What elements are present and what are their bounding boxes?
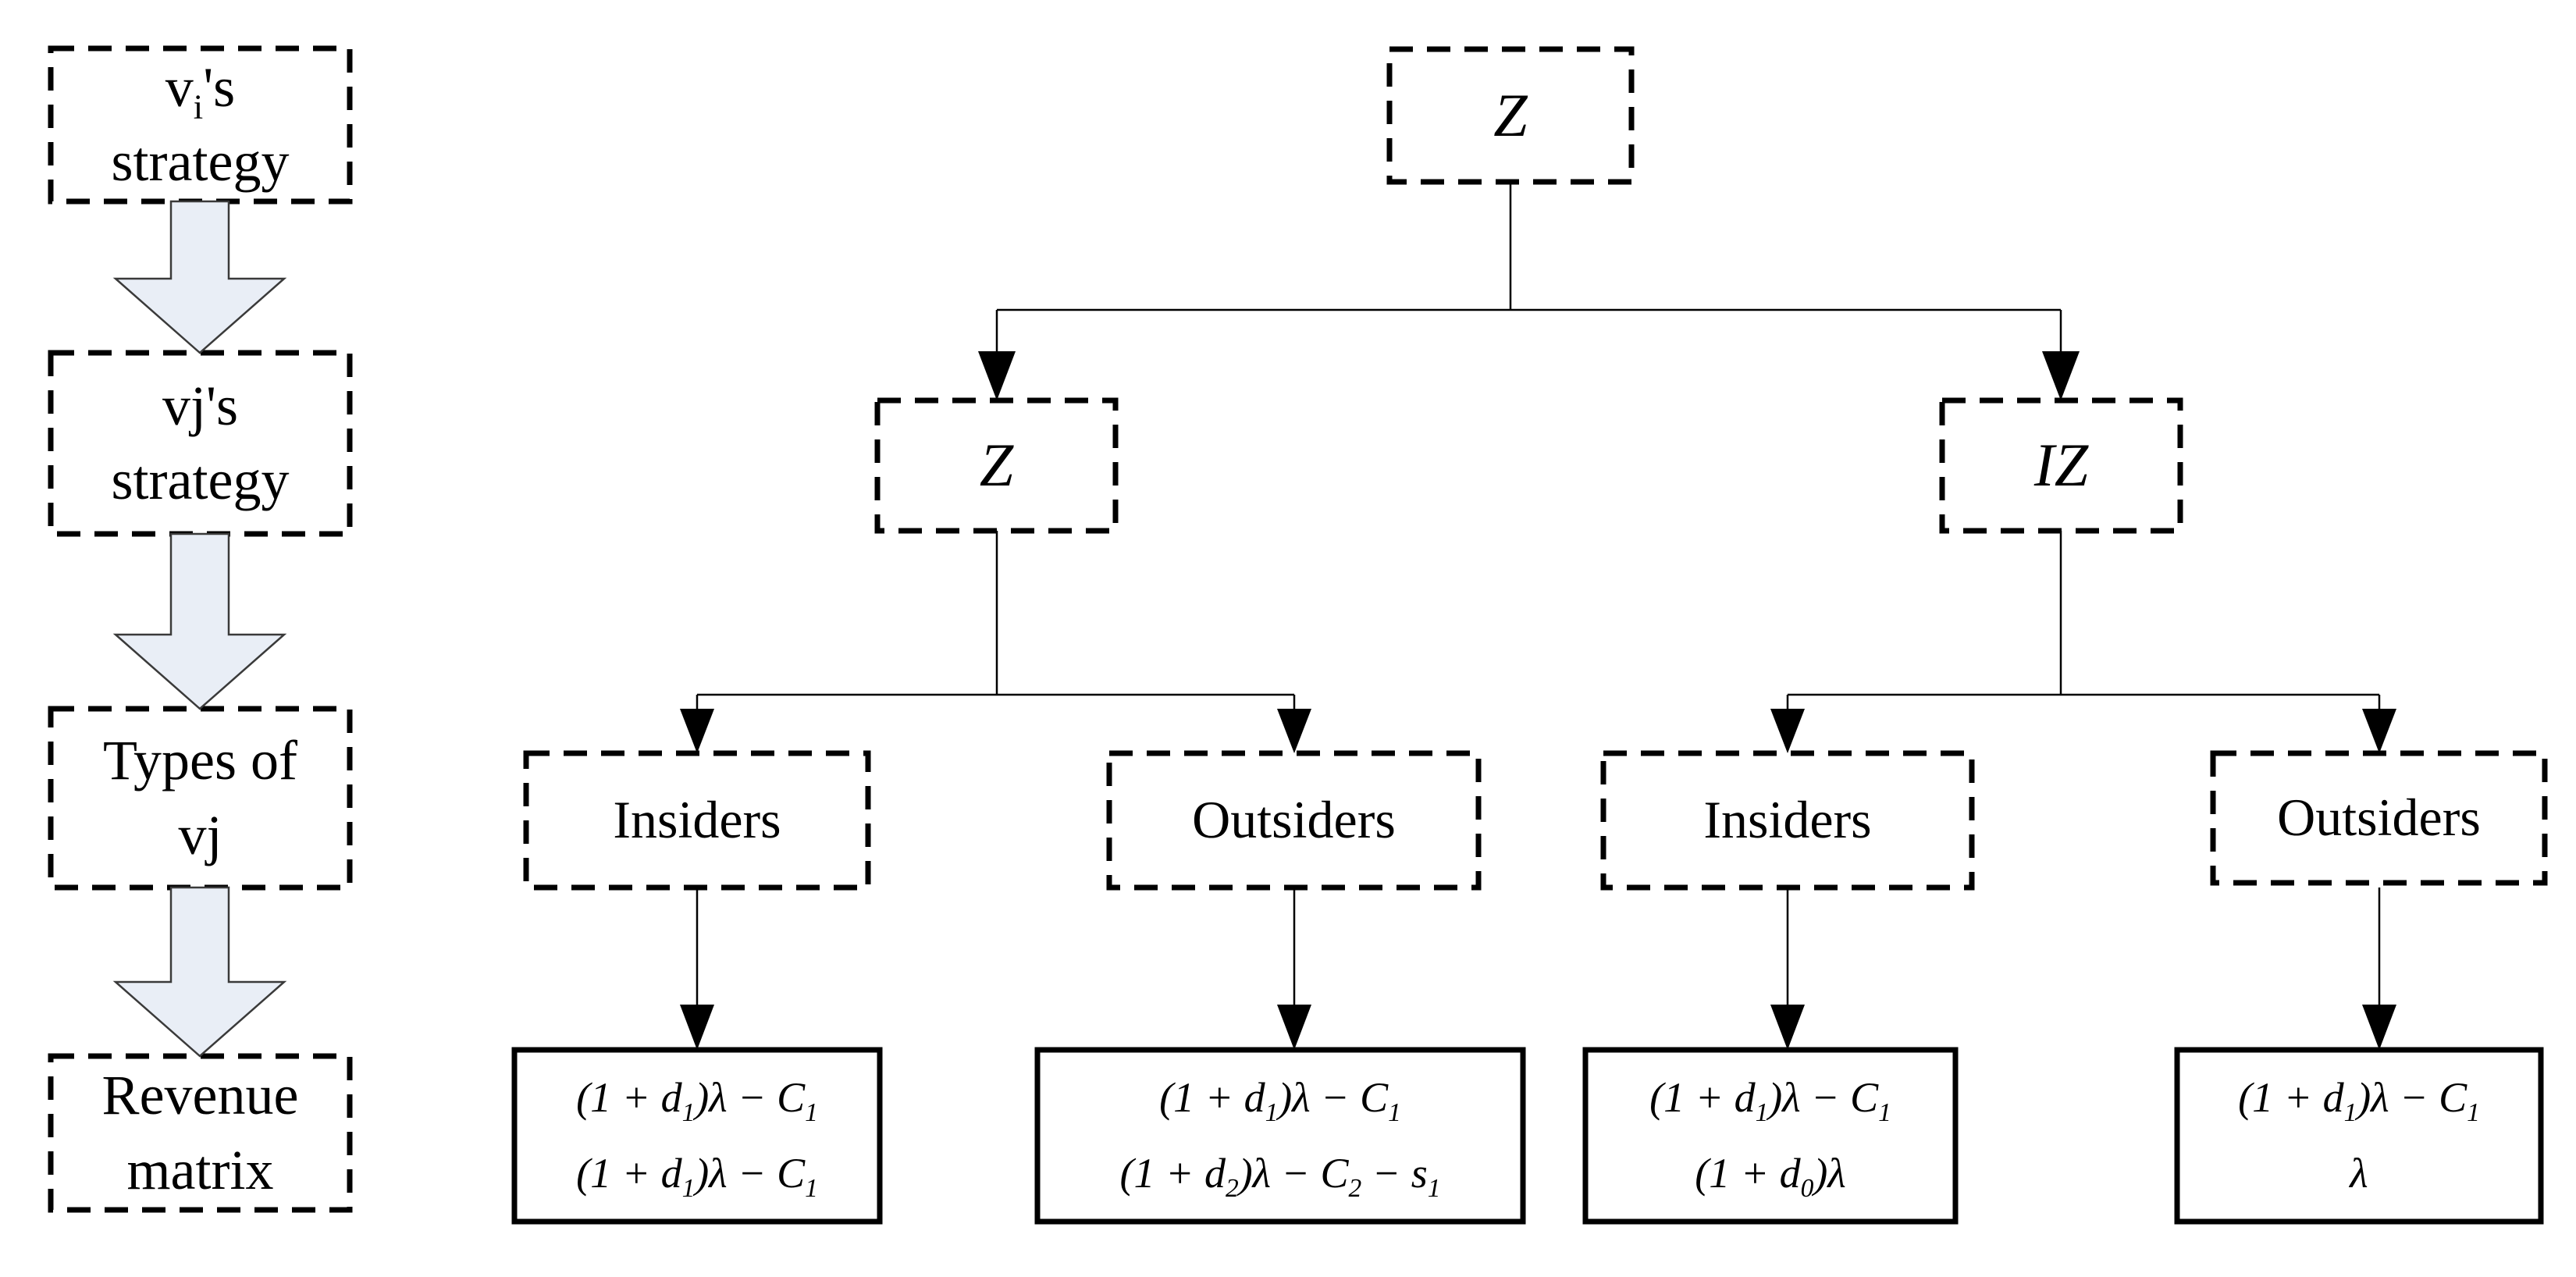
node-label: Outsiders xyxy=(2277,788,2481,848)
arrowhead-icon xyxy=(1770,709,1805,753)
node-border-outsiders-1 xyxy=(1106,750,1482,891)
node-border-outsiders-2 xyxy=(2210,750,2548,886)
arrowhead-icon xyxy=(2362,1005,2396,1050)
node-border-insiders-1 xyxy=(523,750,871,891)
arrowhead-icon xyxy=(680,709,714,753)
node-label: Outsiders xyxy=(1192,790,1396,850)
payoff-box-border-2 xyxy=(1034,1047,1526,1225)
node-border-iz xyxy=(1939,397,2183,534)
arrowhead-icon xyxy=(1770,1005,1805,1050)
node-iz: IZ xyxy=(1942,400,2180,531)
connector-lines xyxy=(696,182,2381,1008)
flow-box-border-vj-strategy xyxy=(48,350,353,537)
arrowhead-icon xyxy=(1277,709,1311,753)
flow-step-box: vj's strategy xyxy=(51,353,350,534)
flow-step-line: vi's xyxy=(165,55,236,126)
flow-box-border-types-of-vj xyxy=(48,706,353,891)
node-label: IZ xyxy=(2033,431,2089,500)
flow-step-line: strategy xyxy=(111,130,290,193)
block-arrows xyxy=(112,200,287,1058)
flow-step-box: vi's strategy xyxy=(51,48,350,201)
arrowhead-icon xyxy=(978,351,1016,400)
node-label: Insiders xyxy=(1703,790,1872,850)
payoff-box-4: (1 + d1)λ − C1 λ xyxy=(2177,1050,2541,1222)
payoff-box-2: (1 + d1)λ − C1 (1 + d2)λ − C2 − s1 xyxy=(1037,1050,1523,1222)
payoff-box-border-1 xyxy=(511,1047,883,1225)
solid-borders xyxy=(511,1047,2544,1225)
node-insiders-1: Insiders xyxy=(526,753,868,887)
flow-step-line: Types of xyxy=(103,729,297,792)
arrowhead-icon xyxy=(680,1005,714,1050)
dashed-borders xyxy=(48,45,2548,1213)
flow-step-line: Revenue xyxy=(101,1064,299,1127)
node-label: Insiders xyxy=(613,790,781,850)
node-label: Z xyxy=(1493,80,1528,149)
arrowhead-icon xyxy=(1277,1005,1311,1050)
flow-step-line: matrix xyxy=(126,1138,274,1201)
node-z: Z xyxy=(877,400,1115,531)
node-border-root xyxy=(1386,46,1635,185)
node-border-insiders-2 xyxy=(1600,750,1975,891)
node-outsiders-2: Outsiders xyxy=(2213,753,2545,883)
arrowhead-icon xyxy=(2042,351,2080,400)
payoff-line: (1 + d2)λ − C2 − s1 xyxy=(1119,1150,1441,1203)
node-label: Z xyxy=(979,431,1014,500)
payoff-box-3: (1 + d1)λ − C1 (1 + d0)λ xyxy=(1585,1050,1955,1222)
flow-step-line: vj xyxy=(178,803,222,866)
arrowheads xyxy=(680,351,2396,1050)
arrowhead-icon xyxy=(2362,709,2396,753)
flow-step-box: Revenue matrix xyxy=(51,1056,350,1210)
payoff-line: (1 + d0)λ xyxy=(1695,1150,1846,1203)
payoff-line: (1 + d1)λ − C1 xyxy=(576,1150,818,1203)
flow-step-box: Types of vj xyxy=(51,709,350,887)
payoff-line: (1 + d1)λ − C1 xyxy=(2238,1073,2480,1127)
payoff-box-border-4 xyxy=(2174,1047,2544,1225)
flow-step-line: vj's xyxy=(162,374,238,437)
block-arrow-down-icon xyxy=(112,532,287,710)
node-border-z xyxy=(874,397,1119,534)
flow-box-border-revenue-matrix xyxy=(48,1053,353,1213)
payoff-line: (1 + d1)λ − C1 xyxy=(576,1073,818,1127)
payoff-line: (1 + d1)λ − C1 xyxy=(1159,1073,1401,1127)
block-arrow-down-icon xyxy=(112,886,287,1058)
flow-step-line: strategy xyxy=(111,449,290,511)
node-root: Z xyxy=(1389,49,1631,182)
block-arrow-down-icon xyxy=(112,200,287,354)
payoff-line: (1 + d1)λ − C1 xyxy=(1649,1073,1891,1127)
payoff-line: λ xyxy=(2350,1150,2368,1197)
node-insiders-2: Insiders xyxy=(1603,753,1972,887)
node-outsiders-1: Outsiders xyxy=(1109,753,1478,887)
payoff-box-border-3 xyxy=(1582,1047,1959,1225)
payoff-box-1: (1 + d1)λ − C1 (1 + d1)λ − C1 xyxy=(514,1050,880,1222)
